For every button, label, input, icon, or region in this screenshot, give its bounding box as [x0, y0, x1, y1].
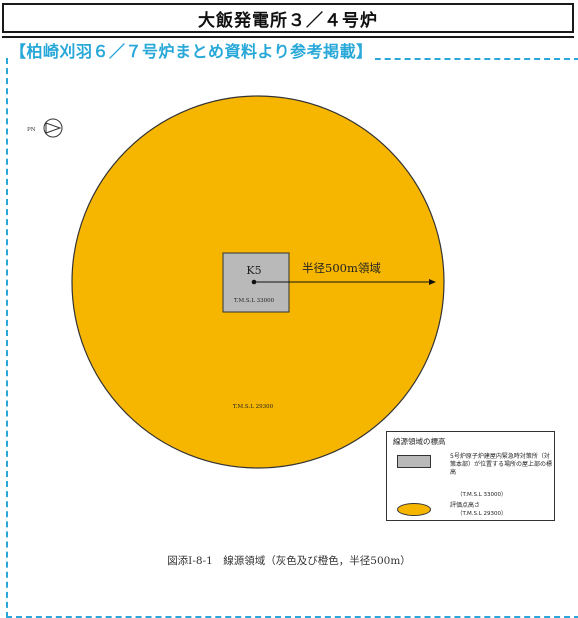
legend-building-elevation: （T.M.S.L 33000）: [457, 492, 507, 498]
legend-area-swatch: [397, 503, 431, 516]
compass-label: PN: [27, 127, 36, 133]
header-box: 大飯発電所３／４号炉: [2, 3, 574, 33]
legend-building-text: 5号炉原子炉建屋内緊急時対策所（対策本部）が位置する場所の屋上部の標高: [450, 453, 553, 476]
legend-building-swatch: [397, 455, 431, 468]
legend-area-text: 評価点高さ: [450, 502, 481, 509]
radius-label: 半径500m領域: [302, 261, 381, 275]
building-elevation: T.M.S.L 33000: [234, 298, 275, 304]
north-arrow-icon: [43, 118, 63, 138]
figure-caption: 図添Ⅰ-8-1 線源領域（灰色及び橙色，半径500m）: [167, 555, 411, 567]
radius-arrowhead: [429, 279, 436, 285]
building-label: K5: [246, 264, 261, 277]
area-elevation: T.M.S.L 29300: [233, 404, 274, 410]
legend-title: 線源領域の標高: [393, 437, 446, 446]
header-divider: [2, 36, 574, 38]
reference-label: 【柏崎刈羽６／７号炉まとめ資料より参考掲載】: [8, 38, 375, 62]
legend: 線源領域の標高 5号炉原子炉建屋内緊急時対策所（対策本部）が位置する場所の屋上部…: [386, 431, 555, 521]
legend-area-elevation: （T.M.S.L 29300）: [457, 511, 507, 517]
page-title: 大飯発電所３／４号炉: [198, 10, 378, 31]
center-point: [251, 279, 257, 285]
